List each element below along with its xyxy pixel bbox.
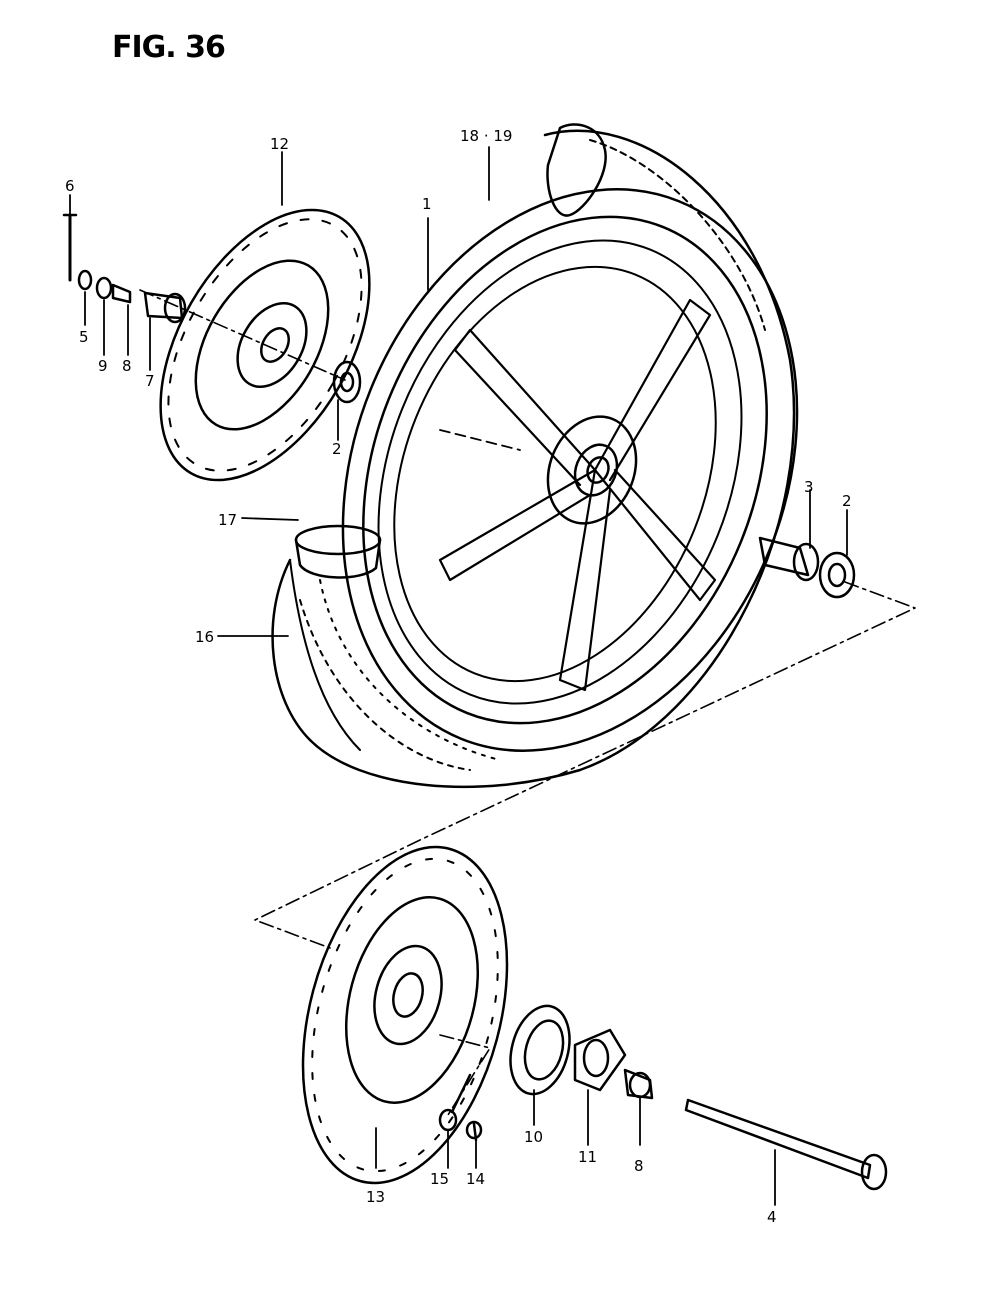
callout-9: 9 — [98, 357, 108, 375]
left-bearing-set — [62, 213, 362, 404]
gear-box-set — [509, 1004, 654, 1100]
callout-15: 15 — [430, 1170, 450, 1188]
callout-2-right: 2 — [842, 492, 852, 510]
callout-17: 17 — [218, 511, 238, 529]
callout-5: 5 — [79, 328, 89, 346]
disc-screws — [438, 1073, 483, 1142]
brake-disc-lower — [301, 845, 509, 1185]
callout-14: 14 — [466, 1170, 486, 1188]
callout-16: 16 — [195, 628, 215, 646]
valve-cap — [294, 524, 382, 579]
callout-4: 4 — [767, 1208, 777, 1226]
callout-11: 11 — [578, 1148, 598, 1166]
callout-13: 13 — [366, 1188, 386, 1206]
callout-18-19: 18 · 19 — [460, 127, 513, 145]
wheel-hub — [546, 415, 638, 525]
right-spacer-set — [758, 536, 856, 599]
callout-8-upper: 8 — [122, 357, 132, 375]
wheel-rim — [341, 188, 799, 752]
callout-8-lower: 8 — [634, 1157, 644, 1175]
assembly-lines — [139, 289, 916, 1116]
brake-disc-upper — [159, 208, 371, 482]
wheel-spokes — [438, 298, 717, 692]
callout-10: 10 — [524, 1128, 544, 1146]
callout-6: 6 — [65, 177, 75, 195]
tyre — [271, 123, 796, 789]
axle — [684, 1098, 888, 1191]
callout-1: 1 — [422, 195, 432, 213]
callout-7: 7 — [145, 372, 155, 390]
leader-lines — [69, 146, 848, 1206]
figure-title: FIG. 36 — [112, 30, 226, 65]
callout-3: 3 — [804, 478, 814, 496]
callout-2-left: 2 — [332, 440, 342, 458]
callout-12: 12 — [270, 135, 290, 153]
